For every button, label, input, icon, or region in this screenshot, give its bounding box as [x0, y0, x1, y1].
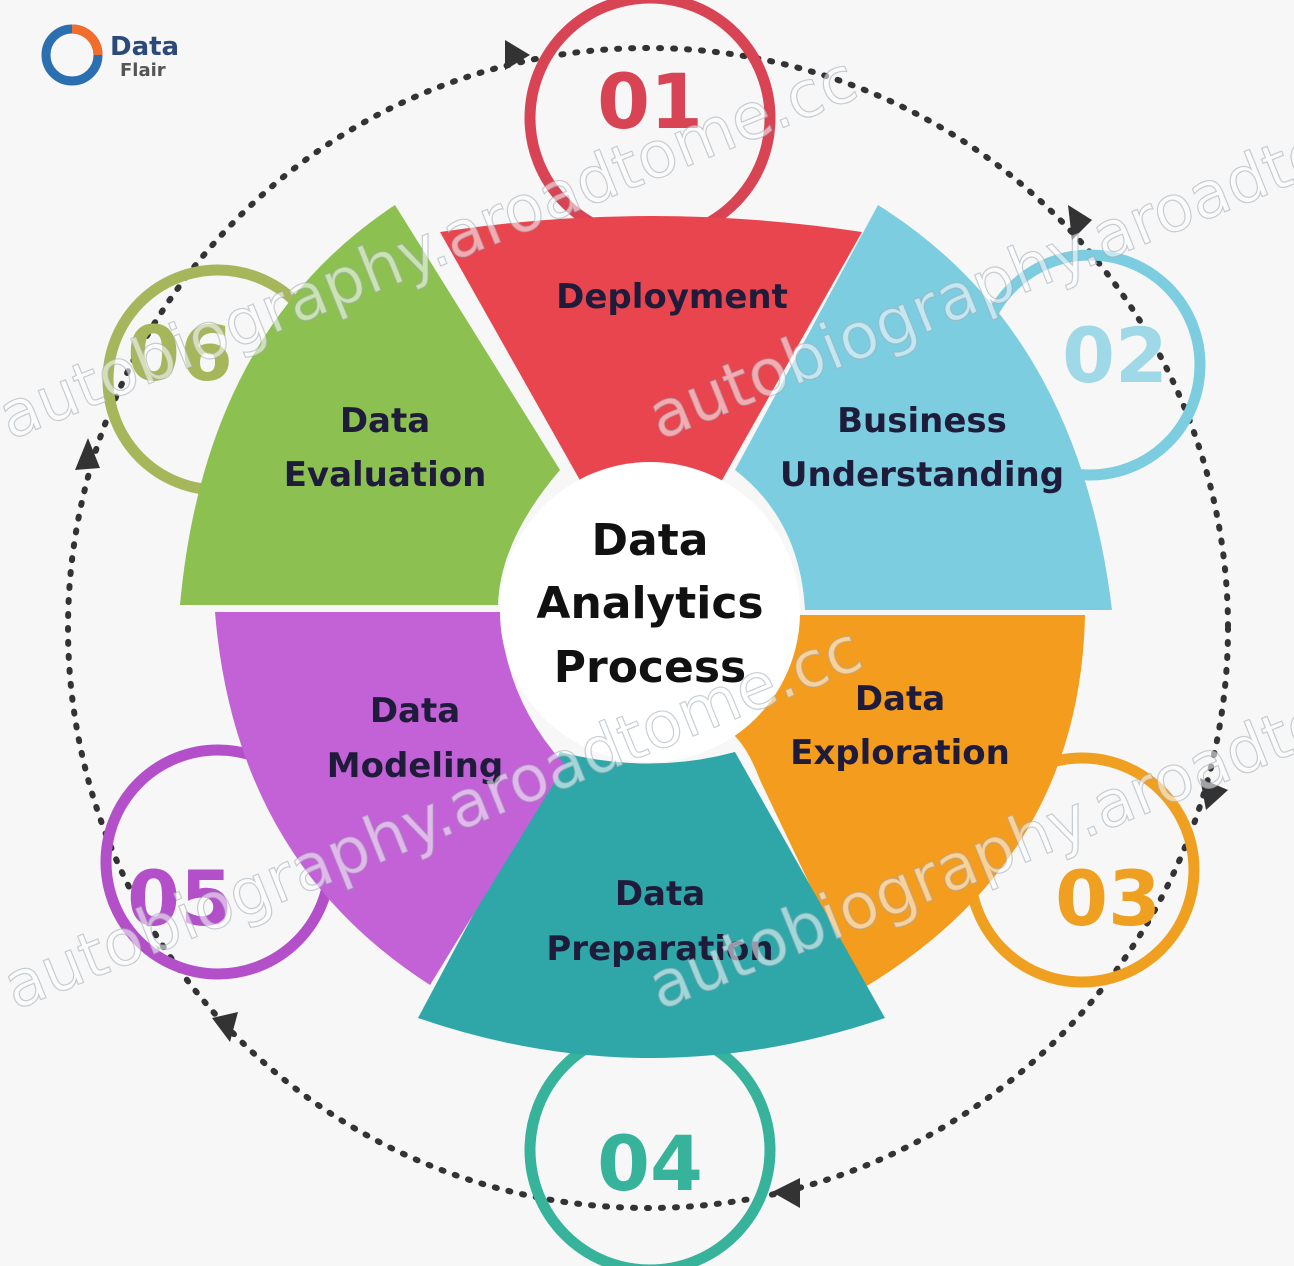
center-line-2: Analytics — [536, 578, 763, 629]
cycle-arrow-icon — [505, 40, 530, 70]
segment-data-preparation — [418, 752, 885, 1058]
logo-mark-accent-icon — [71, 24, 103, 56]
number-03: 03 — [1055, 854, 1161, 943]
cycle-arrow-icon — [1068, 205, 1092, 240]
cycle-arrows — [65, 40, 1231, 1211]
center-line-1: Data — [592, 515, 709, 566]
label-preparation-line-1: Data — [615, 874, 705, 914]
number-02: 02 — [1062, 311, 1168, 400]
segment-data-exploration — [725, 615, 1085, 990]
logo-text-line-1: Data — [110, 32, 179, 62]
label-evaluation-line-2: Evaluation — [284, 455, 487, 495]
cycle-arrow-icon — [212, 1012, 238, 1042]
segment-data-evaluation — [180, 205, 560, 605]
label-business-line-1: Business — [837, 401, 1007, 441]
segment-labels: Deployment Business Understanding Data E… — [284, 277, 1064, 969]
number-04: 04 — [597, 1119, 703, 1208]
segment-business-understanding — [735, 205, 1112, 610]
step-numbers: 01 02 03 04 05 06 — [127, 57, 1168, 1208]
logo-text-line-2: Flair — [120, 60, 166, 81]
segment-data-modeling — [215, 612, 565, 985]
label-business-line-2: Understanding — [780, 455, 1064, 495]
number-06: 06 — [127, 309, 233, 398]
number-05: 05 — [127, 854, 233, 943]
label-deployment: Deployment — [556, 277, 788, 317]
label-exploration-line-1: Data — [855, 679, 945, 719]
label-modeling-line-1: Data — [370, 691, 460, 731]
cycle-arrow-icon — [75, 438, 100, 470]
dotted-cycle-ring — [65, 45, 1231, 1211]
cycle-arrow-icon — [772, 1178, 800, 1208]
label-evaluation-line-1: Data — [340, 401, 430, 441]
center-title: Data Analytics Process — [536, 515, 763, 693]
center-hub — [500, 462, 800, 762]
label-modeling-line-2: Modeling — [327, 746, 503, 786]
cycle-arrow-icon — [1200, 778, 1228, 810]
label-preparation-line-2: Preparation — [546, 929, 773, 969]
number-01: 01 — [597, 57, 703, 146]
center-line-3: Process — [554, 642, 746, 693]
label-exploration-line-2: Exploration — [790, 733, 1010, 773]
data-flair-logo: Data Flair — [41, 24, 179, 86]
process-segments — [180, 205, 1112, 1058]
segment-deployment — [440, 216, 862, 498]
